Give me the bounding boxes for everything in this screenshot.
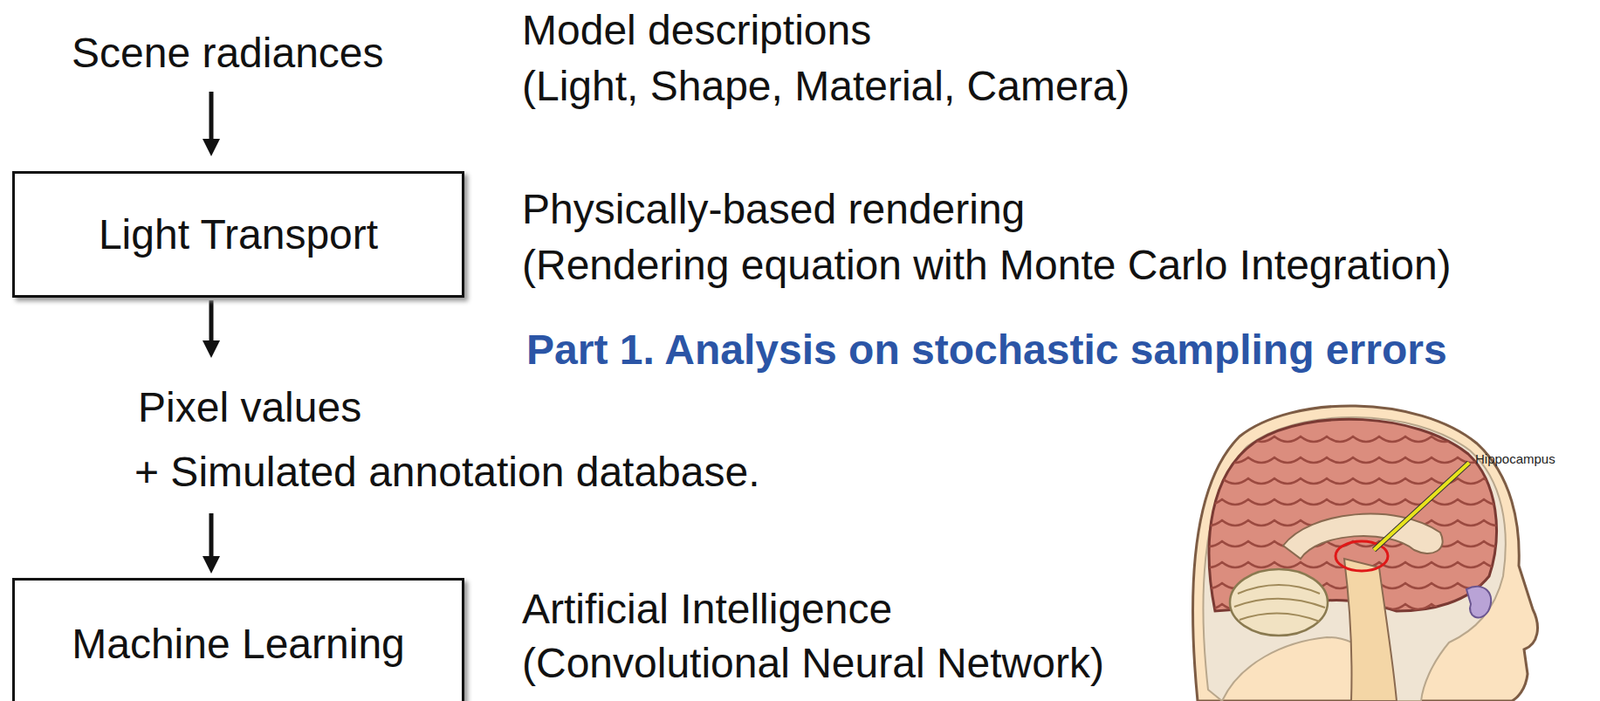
brain-fold (1195, 478, 1511, 484)
note-detail: (Light, Shape, Material, Camera) (521, 61, 1130, 110)
output-label: + Simulated annotation database. (134, 447, 761, 496)
note-heading: Model descriptions (521, 6, 872, 55)
box-text: Machine Learning (71, 619, 406, 668)
brain-fold (1195, 457, 1511, 463)
flow-arrow (209, 300, 214, 351)
part-title: Part 1. Analysis on stochastic sampling … (526, 325, 1448, 374)
note-heading: Artificial Intelligence (521, 584, 893, 633)
note-detail: (Rendering equation with Monte Carlo Int… (521, 240, 1452, 289)
box-text: Light Transport (98, 210, 378, 259)
brain-fold (1195, 436, 1511, 442)
process-box: Light Transport (12, 171, 465, 298)
input-label: Scene radiances (71, 28, 385, 77)
note-detail: (Convolutional Neural Network) (521, 638, 1105, 687)
brain-fold (1195, 499, 1511, 505)
output-label: Pixel values (137, 383, 362, 432)
note-heading: Physically-based rendering (521, 185, 1025, 234)
process-box: Machine Learning (12, 577, 465, 701)
flow-arrow (209, 91, 214, 149)
callout-label: Hippocampus (1475, 451, 1556, 467)
flow-arrow (209, 513, 214, 566)
brain-illustration (1193, 405, 1539, 701)
